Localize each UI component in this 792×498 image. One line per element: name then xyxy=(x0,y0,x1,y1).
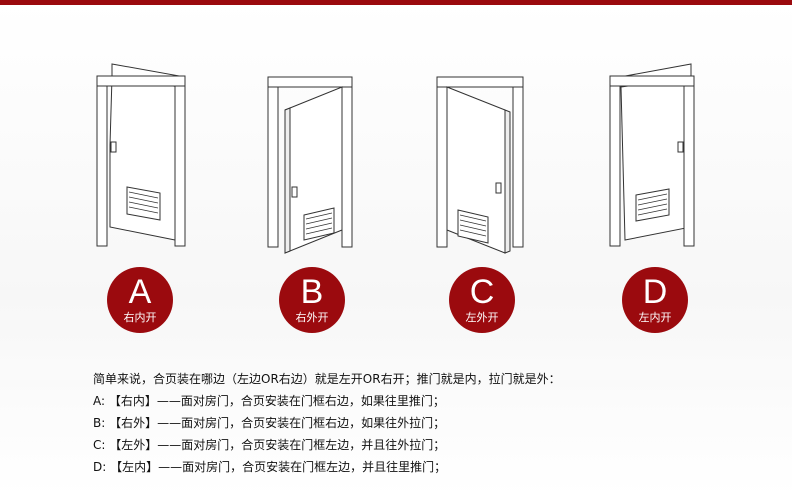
door-label: 右外开 xyxy=(295,311,329,324)
door-badge-d: D 左内开 xyxy=(622,267,688,333)
door-badge-c: C 左外开 xyxy=(449,267,515,333)
top-bar xyxy=(0,0,792,5)
door-badge-a: A 右内开 xyxy=(107,267,173,333)
note-line-c: C: 【左外】——面对房门，合页安装在门框左边，并且往外拉门； xyxy=(93,438,446,452)
note-line-d: D: 【左内】——面对房门，合页安装在门框左边，并且往里推门； xyxy=(93,460,447,474)
door-letter: D xyxy=(642,273,668,311)
door-letter: C xyxy=(469,273,495,311)
door-illustration-d xyxy=(603,55,713,255)
door-label: 左内开 xyxy=(638,311,672,324)
door-badge-b: B 右外开 xyxy=(279,267,345,333)
explanation-text: 简单来说，合页装在哪边（左边OR右边）就是左开OR右开；推门就是内，拉门就是外：… xyxy=(93,368,561,478)
door-label: 右内开 xyxy=(123,311,157,324)
door-illustration-c xyxy=(430,55,540,255)
door-illustration-a xyxy=(90,55,200,255)
note-line-a: A: 【右内】——面对房门，合页安装在门框右边，如果往里推门； xyxy=(93,394,445,408)
door-illustration-b xyxy=(262,55,372,255)
door-letter: A xyxy=(128,273,152,311)
door-label: 左外开 xyxy=(465,311,499,324)
door-letter: B xyxy=(300,273,324,311)
note-line-b: B: 【右外】——面对房门，合页安装在门框右边，如果往外拉门； xyxy=(93,416,446,430)
intro-line: 简单来说，合页装在哪边（左边OR右边）就是左开OR右开；推门就是内，拉门就是外： xyxy=(93,372,561,386)
